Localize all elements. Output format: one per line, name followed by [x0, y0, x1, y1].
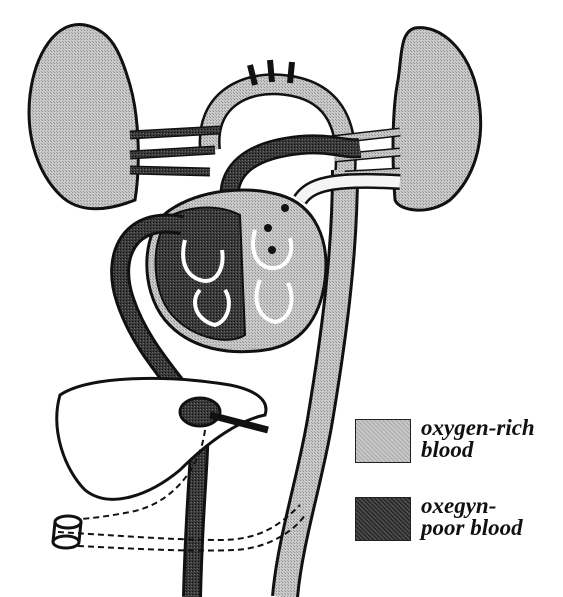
- oxygen-rich-line2: blood: [421, 439, 561, 461]
- umbilical-artery-2: [58, 515, 305, 551]
- left-lung: [29, 25, 138, 209]
- heart-dot-3: [281, 204, 289, 212]
- oxygen-poor-line1: oxegyn-: [421, 495, 561, 517]
- legend-oxygen-rich: oxygen-rich blood: [355, 419, 561, 463]
- oxygen-rich-line1: oxygen-rich: [421, 417, 561, 439]
- oxygen-rich-swatch: [355, 419, 411, 463]
- legend-oxygen-poor: oxegyn- poor blood: [355, 497, 561, 541]
- oxygen-poor-label: oxegyn- poor blood: [421, 495, 561, 539]
- heart-dot-1: [264, 224, 272, 232]
- heart-dot-2: [268, 246, 276, 254]
- oxygen-poor-swatch: [355, 497, 411, 541]
- oxygen-rich-label: oxygen-rich blood: [421, 417, 561, 461]
- liver: [57, 378, 266, 499]
- ductus-venosus: [180, 398, 220, 426]
- right-lung: [393, 28, 481, 211]
- umbilical-artery-1: [58, 505, 300, 540]
- oxygen-poor-line2: poor blood: [421, 517, 561, 539]
- umbilical-cord-stump: [53, 516, 81, 548]
